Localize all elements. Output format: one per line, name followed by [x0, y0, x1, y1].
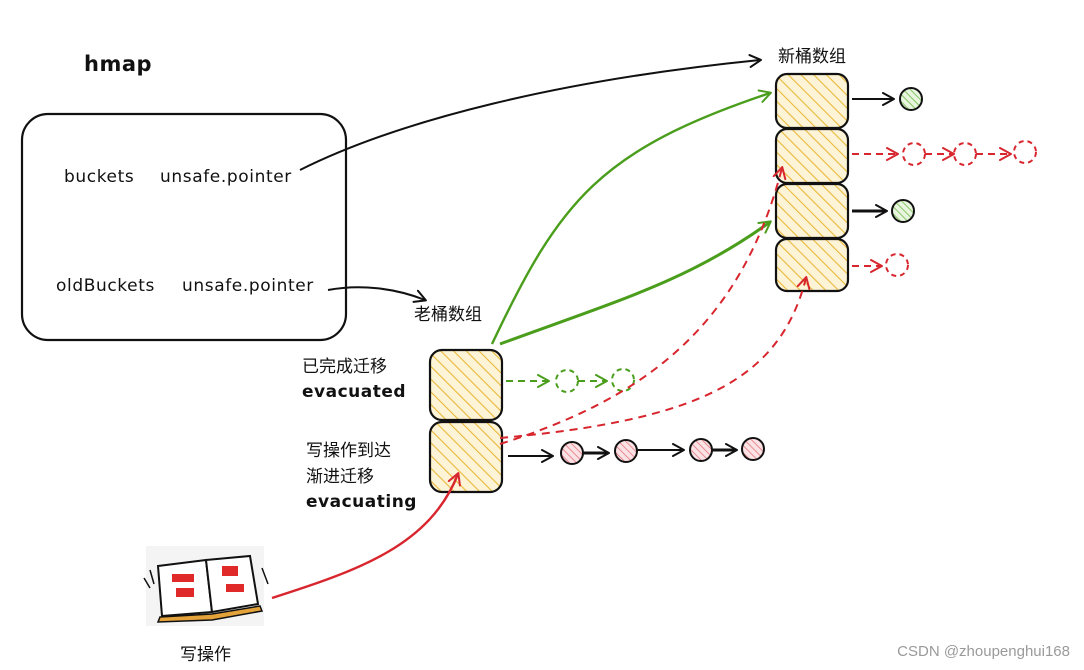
field-oldbuckets-name: oldBuckets [56, 276, 155, 296]
migrated-arrow-to-new0 [490, 89, 772, 345]
field-buckets-name: buckets [64, 167, 135, 187]
evacuating-chain-node-b [614, 439, 638, 463]
new-bucket-0 [774, 72, 850, 130]
evacuating-chain-node-d [741, 437, 765, 461]
new-buckets-label: 新桶数组 [778, 47, 846, 67]
arrow-buckets-to-new [299, 54, 762, 171]
evacuating-chain-node-a [560, 441, 584, 465]
field-oldbuckets-type: unsafe.pointer [182, 276, 314, 296]
field-buckets-type: unsafe.pointer [160, 167, 292, 187]
new-bucket-1 [774, 127, 850, 185]
migrated-arrow-to-new2 [499, 220, 772, 346]
pending-migration-to-new1 [499, 166, 787, 445]
hmap-struct-box [20, 112, 348, 342]
write-op-label: 写操作 [180, 645, 231, 665]
watermark: CSDN @zhoupenghui168 [897, 643, 1070, 660]
pending-node-new3 [885, 253, 909, 277]
new-bucket-3 [774, 237, 850, 293]
write-op-arrow [271, 472, 461, 600]
pending-migration-to-new3 [499, 276, 811, 439]
new-bucket-2 [774, 182, 850, 240]
new0-node [899, 87, 923, 111]
evacuating-chain-node-c [689, 438, 713, 462]
evacuated-chain-node-a [555, 369, 579, 393]
evacuating-zh-line1: 写操作到达 [306, 441, 391, 461]
pending-node-new1-a [902, 142, 926, 166]
new2-node [891, 199, 915, 223]
evacuating-en-label: evacuating [306, 492, 417, 512]
evacuated-zh-label: 已完成迁移 [302, 357, 387, 377]
pending-node-new1-b [953, 142, 977, 166]
evacuated-en-label: evacuated [302, 382, 407, 402]
old-bucket-evacuating [428, 420, 504, 494]
old-buckets-label: 老桶数组 [414, 305, 482, 325]
open-book-icon [143, 546, 269, 626]
hmap-title: hmap [84, 52, 153, 76]
evacuating-zh-line2: 渐进迁移 [306, 467, 374, 487]
new-bucket-array [774, 72, 850, 293]
evacuated-chain-node-b [611, 368, 635, 392]
pending-node-new1-c [1013, 140, 1037, 164]
old-bucket-array [428, 348, 504, 494]
old-bucket-evacuated [428, 348, 504, 422]
arrow-oldbuckets-to-old [327, 286, 427, 303]
